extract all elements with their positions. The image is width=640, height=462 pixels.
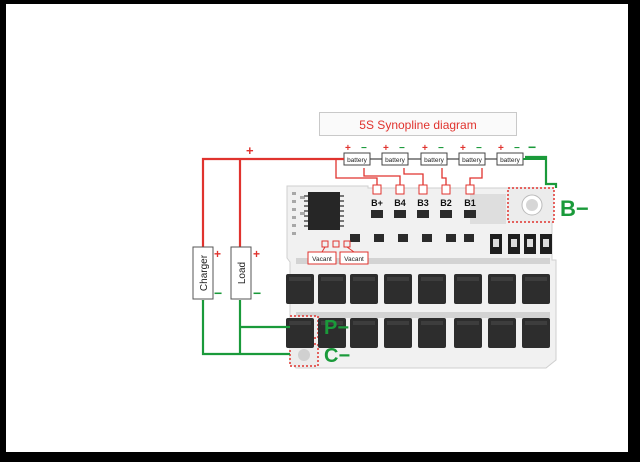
main-plus-sign: + (246, 143, 254, 158)
mosfet (418, 274, 446, 304)
load-block: Load (230, 246, 252, 300)
balance-terminals: B+ B4 B3 B2 B1 (371, 184, 476, 218)
terminal-b3: B3 (417, 184, 429, 218)
mosfet (286, 274, 314, 304)
load-label: Load (237, 262, 248, 284)
terminal-label: B3 (417, 198, 429, 208)
battery-cell-label: battery (347, 157, 368, 164)
bms-ic-chip (304, 192, 344, 230)
terminal-b-plus: B+ (371, 184, 383, 218)
b-minus-label: B− (560, 196, 589, 221)
terminal-label: B2 (440, 198, 452, 208)
charger-label: Charger (199, 254, 210, 291)
battery-cell-label: battery (385, 157, 406, 164)
mosfet (318, 274, 346, 304)
diagram-title: 5S Synopline diagram (319, 112, 517, 136)
battery-cell: battery +− (381, 143, 409, 166)
watermark-logo: BAZAR (541, 421, 623, 446)
battery-cell-label: battery (500, 157, 521, 164)
battery-pack-minus-sign: − (528, 139, 536, 155)
vacant-label-2: Vacant (344, 256, 364, 263)
charger-plus-sign: + (214, 247, 221, 261)
mosfet (418, 318, 446, 348)
balance-resistors (490, 234, 552, 254)
mosfet (454, 318, 482, 348)
vacant-label-1: Vacant (312, 256, 332, 263)
charger-minus-sign: − (214, 285, 222, 301)
mosfet (522, 318, 550, 348)
mosfet (318, 318, 346, 348)
terminal-b4: B4 (394, 184, 406, 218)
terminal-label: B1 (464, 198, 476, 208)
mosfet (384, 274, 412, 304)
battery-cell: battery +− (343, 143, 371, 166)
battery-cell-minus-sign: − (361, 143, 367, 154)
battery-cell-minus-sign: − (514, 143, 520, 154)
battery-cell-minus-sign: − (438, 143, 444, 154)
c-minus-label: C− (324, 345, 350, 367)
terminal-label: B+ (371, 198, 383, 208)
battery-cell-plus-sign: + (345, 143, 351, 154)
battery-cell-label: battery (424, 157, 445, 164)
balance-tap-wires (335, 158, 483, 186)
battery-cell-plus-sign: + (460, 143, 466, 154)
battery-cell: battery +− (420, 143, 448, 166)
load-minus-sign: − (253, 285, 261, 301)
battery-cell-minus-sign: − (399, 143, 405, 154)
mosfet (350, 318, 378, 348)
battery-cell-minus-sign: − (476, 143, 482, 154)
mosfet (350, 274, 378, 304)
mosfet (384, 318, 412, 348)
battery-cell-plus-sign: + (383, 143, 389, 154)
battery-cell-plus-sign: + (422, 143, 428, 154)
mosfet (488, 318, 516, 348)
battery-cell-plus-sign: + (498, 143, 504, 154)
battery-cell-label: battery (462, 157, 483, 164)
mosfet (488, 274, 516, 304)
mosfet (454, 274, 482, 304)
mosfet (522, 274, 550, 304)
terminal-b1: B1 (464, 184, 476, 218)
negative-wires (201, 155, 558, 356)
battery-cell: battery +− (458, 143, 486, 166)
p-minus-label: P− (324, 317, 349, 339)
terminal-label: B4 (394, 198, 406, 208)
terminal-b2: B2 (440, 184, 452, 218)
charger-block: Charger (192, 246, 214, 300)
mosfet (286, 318, 314, 348)
load-plus-sign: + (253, 247, 260, 261)
b-minus-pad (507, 187, 555, 223)
mosfet-array (286, 274, 550, 348)
c-minus-pad (289, 343, 319, 367)
bms-board (286, 185, 557, 369)
battery-cell: battery +− (496, 143, 524, 166)
battery-chain: battery+−battery+−battery+−battery+−batt… (343, 143, 546, 166)
balance-transistors (350, 234, 474, 242)
